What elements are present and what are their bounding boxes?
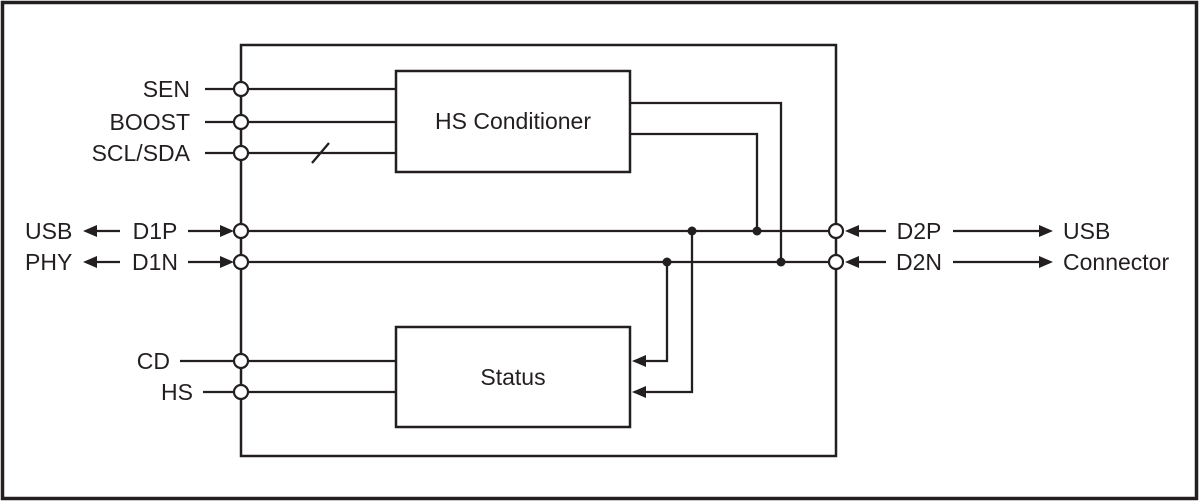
usb-left-label: USB <box>25 218 72 244</box>
d2p-in-arrow-icon <box>845 225 859 237</box>
hs-conditioner-label: HS Conditioner <box>435 108 591 134</box>
d2p-label: D2P <box>897 218 942 244</box>
status-in-lower-wire <box>645 231 694 394</box>
hs-conditioner-out-upper-wire <box>630 101 783 262</box>
phy-out-arrow-icon <box>83 256 97 268</box>
junction-dot-dplus-hscond <box>752 226 762 236</box>
d2n-out-arrow-icon <box>1039 256 1053 268</box>
d1p-label: D1P <box>133 218 178 244</box>
hs-label: HS <box>161 379 193 405</box>
hs-conditioner-out-lower-wire <box>630 132 759 231</box>
d1n-pin <box>232 253 250 271</box>
usb-out-arrow-icon <box>83 225 97 237</box>
d2n-label: D2N <box>896 249 942 275</box>
junction-dot-dplus-status <box>687 226 697 236</box>
d2p-pin <box>827 222 845 240</box>
status-in-upper-arrow-icon <box>632 355 646 367</box>
sen-pin <box>232 80 250 98</box>
connector-right-label: Connector <box>1063 249 1169 275</box>
d1n-in-arrow-icon <box>220 256 234 268</box>
bus-slash-icon <box>311 142 330 164</box>
hs-conditioner-block <box>394 69 632 174</box>
sen-label: SEN <box>143 76 190 102</box>
junction-dot-dminus-hscond <box>776 257 786 267</box>
status-block <box>394 325 632 429</box>
status-label: Status <box>480 364 545 390</box>
d2n-pin <box>827 253 845 271</box>
cd-label: CD <box>137 348 170 374</box>
d1p-pin <box>232 222 250 240</box>
scl-sda-pin <box>232 144 250 162</box>
scl-sda-label: SCL/SDA <box>92 140 191 166</box>
status-in-upper-wire <box>645 262 669 363</box>
d1n-label: D1N <box>132 249 178 275</box>
hs-pin <box>232 383 250 401</box>
chip-outline <box>239 43 838 458</box>
d2n-in-arrow-icon <box>845 256 859 268</box>
junction-dot-dminus-status <box>662 257 672 267</box>
d2p-out-arrow-icon <box>1039 225 1053 237</box>
boost-pin <box>232 113 250 131</box>
d1p-in-arrow-icon <box>220 225 234 237</box>
usb-right-label: USB <box>1063 218 1110 244</box>
phy-left-label: PHY <box>25 249 72 275</box>
cd-pin <box>232 352 250 370</box>
status-in-lower-arrow-icon <box>632 386 646 398</box>
boost-label: BOOST <box>109 109 190 135</box>
